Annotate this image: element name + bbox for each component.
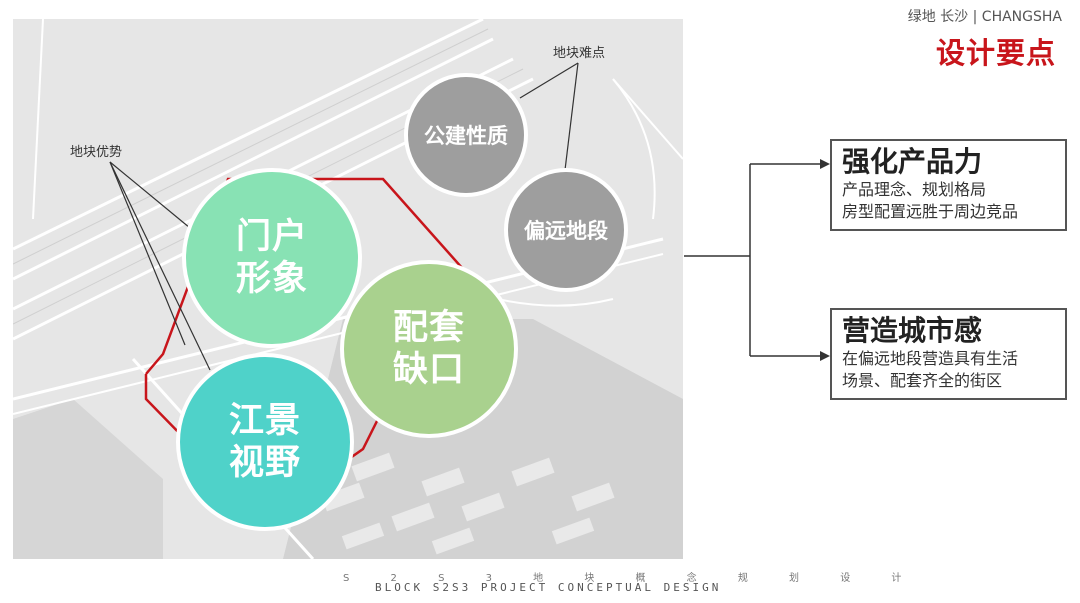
footer-english: BLOCK S2S3 PROJECT CONCEPTUAL DESIGN [375, 581, 722, 594]
circle-facilities-line1: 配套 [392, 308, 465, 348]
box-city-head: 营造城市感 [842, 314, 983, 347]
circle-river-view: 江景 视野 [176, 353, 354, 531]
circle-public-text: 公建性质 [424, 124, 508, 148]
circle-gateway-image: 门户 形象 [182, 168, 362, 348]
box-city-line1: 在偏远地段营造具有生活 [842, 349, 1019, 368]
label-difficulty: 地块难点 [553, 46, 606, 61]
page-title: 设计要点 [935, 36, 1056, 70]
circle-remote-text: 偏远地段 [524, 219, 608, 243]
circle-river-line1: 江景 [228, 401, 301, 441]
circle-public-nature: 公建性质 [404, 73, 528, 197]
box-product-line2: 房型配置远胜于周边竞品 [842, 202, 1019, 221]
box-urban-sense: 营造城市感 在偏远地段营造具有生活 场景、配套齐全的街区 [830, 308, 1067, 400]
circle-facilities-line2: 缺口 [392, 350, 465, 390]
box-product-strength: 强化产品力 产品理念、规划格局 房型配置远胜于周边竞品 [830, 139, 1067, 231]
footer-chinese: S 2 S 3 地 块 概 念 规 划 设 计 [343, 573, 921, 584]
circle-remote-location: 偏远地段 [504, 168, 628, 292]
circle-gateway-line2: 形象 [235, 259, 308, 299]
box-product-line1: 产品理念、规划格局 [842, 180, 987, 199]
box-product-head: 强化产品力 [842, 145, 983, 178]
circle-gateway-line1: 门户 [235, 217, 308, 257]
circle-river-line2: 视野 [228, 443, 301, 483]
box-city-line2: 场景、配套齐全的街区 [842, 371, 1003, 390]
circle-facilities-gap: 配套 缺口 [340, 260, 518, 438]
label-advantage: 地块优势 [70, 145, 123, 160]
brand-text: 绿地 长沙 | CHANGSHA [907, 9, 1062, 25]
